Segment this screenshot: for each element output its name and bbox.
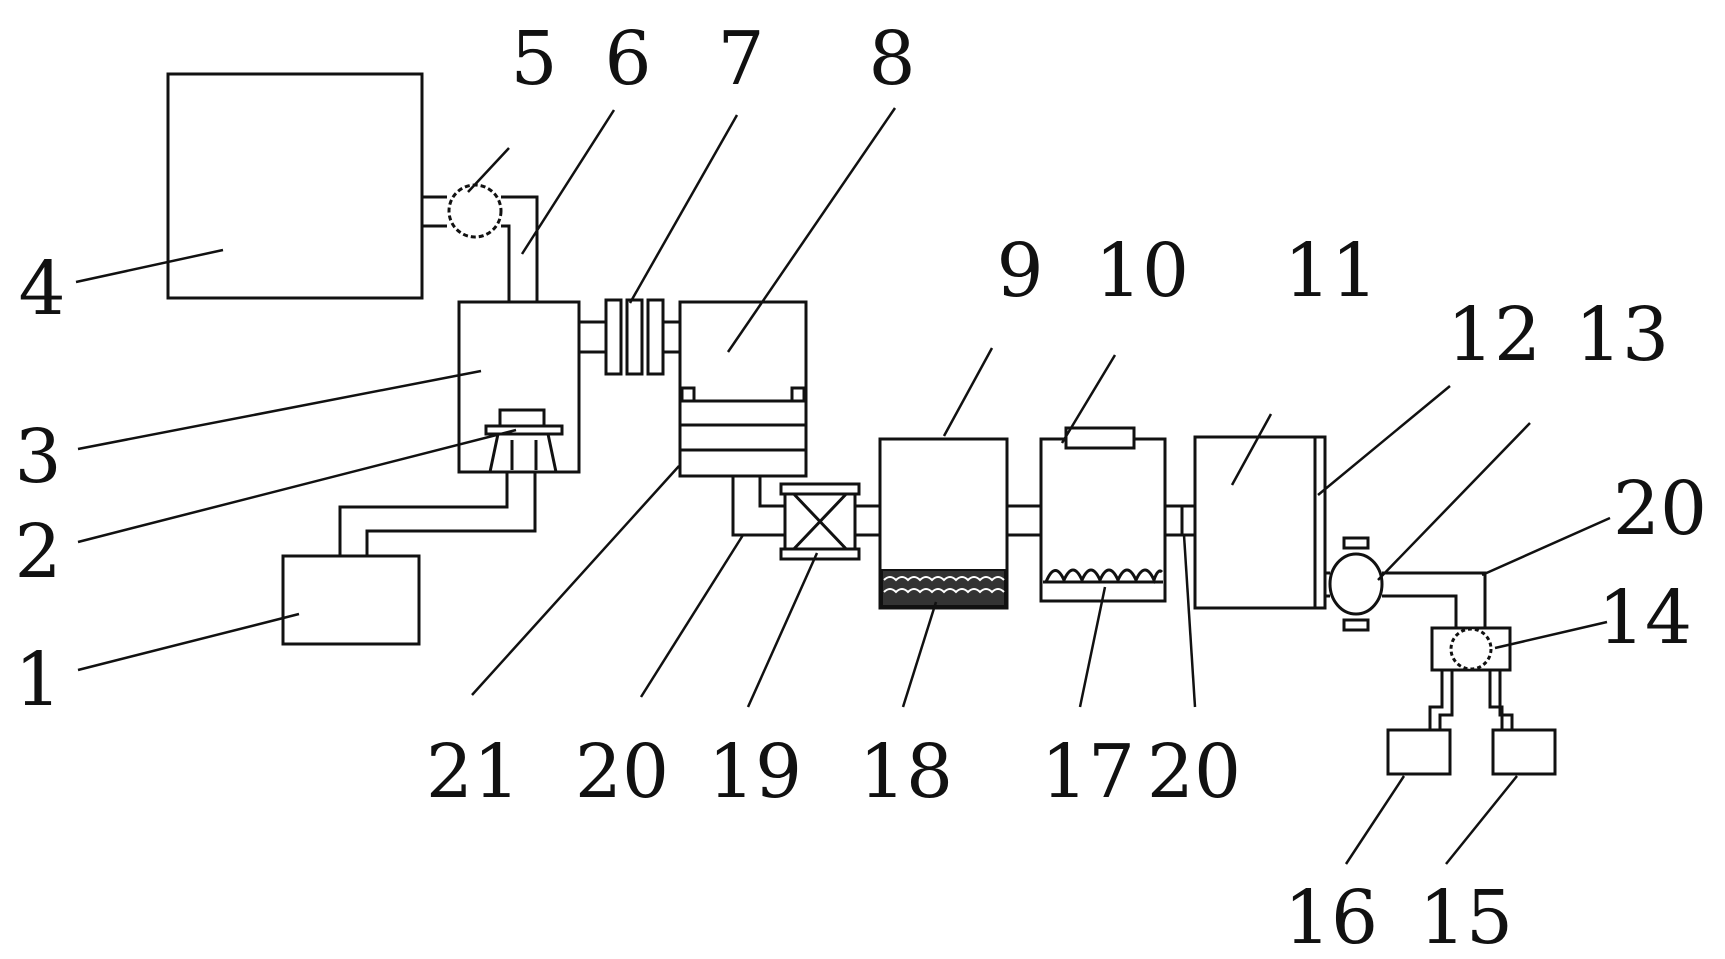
label-14: 14 [1598,575,1692,661]
label-20-right: 20 [1613,466,1707,552]
label-20-middle: 20 [1147,729,1241,815]
label-21: 21 [426,729,520,815]
pipe-20-left [731,476,785,537]
label-15: 15 [1419,875,1513,959]
label-10: 10 [1095,228,1189,314]
label-1: 1 [14,637,61,723]
label-3: 3 [14,414,61,500]
label-13: 13 [1575,292,1669,378]
component-14-distributor [1428,626,1514,730]
label-20-left: 20 [575,729,669,815]
component-17-bed [1043,568,1164,585]
component-15-box [1491,728,1557,776]
label-5: 5 [510,16,557,102]
label-18: 18 [859,729,953,815]
label-16: 16 [1284,875,1378,959]
pipe-9-10 [1007,504,1041,537]
label-7: 7 [717,16,764,102]
component-7-coupling [579,298,680,376]
pipe-20-right [1382,571,1487,628]
component-16-box [1386,728,1452,776]
label-8: 8 [868,16,915,102]
component-1-source [281,472,537,646]
label-17: 17 [1041,729,1135,815]
leader-lines [75,107,1611,865]
component-19-valve [779,482,880,561]
component-21-filter-layers [680,386,806,452]
label-9: 9 [996,228,1043,314]
component-11-tank [1193,435,1317,610]
label-12: 12 [1447,292,1541,378]
pipe-20-middle [1165,504,1195,537]
component-2-agitator [484,408,564,474]
component-13-pump [1325,536,1384,632]
component-10-top-unit [1064,426,1136,450]
label-2: 2 [14,509,61,595]
label-6: 6 [604,16,651,102]
component-12-jacket [1313,435,1327,610]
label-11: 11 [1284,228,1378,314]
component-5-pump [422,183,539,302]
component-18-sediment [881,569,1006,607]
label-4: 4 [18,246,65,332]
label-19: 19 [708,729,802,815]
component-4-tank [166,72,424,300]
